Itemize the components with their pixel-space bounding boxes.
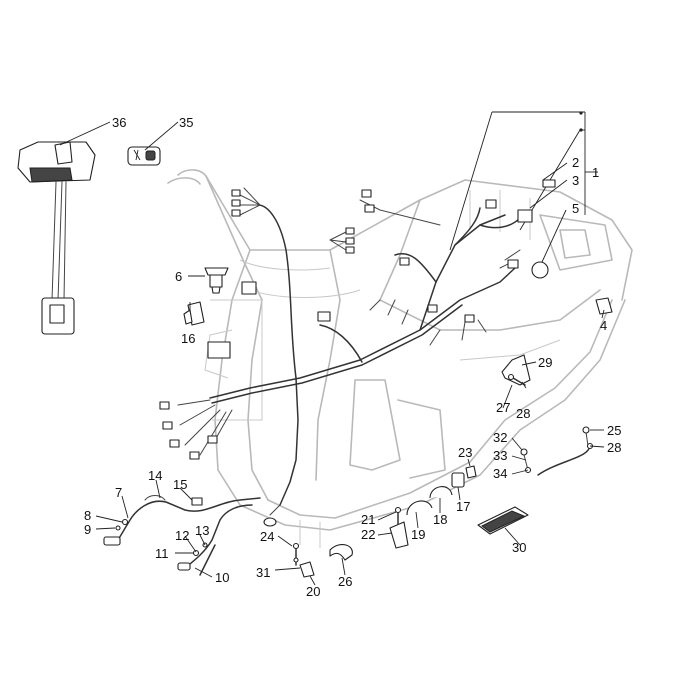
label-29: 29 bbox=[538, 355, 552, 370]
parts-20-24-31-ground bbox=[263, 517, 315, 578]
parts-32-34-ground-cable bbox=[520, 426, 594, 476]
parts-7-15-front-sensor-cable bbox=[103, 495, 261, 546]
scooter-frame bbox=[167, 169, 633, 548]
label-15: 15 bbox=[173, 477, 187, 492]
label-36: 36 bbox=[112, 115, 126, 130]
label-5: 5 bbox=[572, 201, 579, 216]
label-17: 17 bbox=[456, 499, 470, 514]
label-26: 26 bbox=[338, 574, 352, 589]
label-11: 11 bbox=[155, 546, 169, 561]
harness-connectors bbox=[159, 189, 519, 460]
main-wiring-harness bbox=[159, 187, 521, 516]
part-26-clip bbox=[329, 544, 353, 561]
label-16: 16 bbox=[181, 331, 195, 346]
label-7: 7 bbox=[115, 485, 122, 500]
label-25: 25 bbox=[607, 423, 621, 438]
label-28-lower: 28 bbox=[607, 440, 621, 455]
label-21: 21 bbox=[361, 512, 375, 527]
label-33: 33 bbox=[493, 448, 507, 463]
label-31: 31 bbox=[256, 565, 270, 580]
label-9: 9 bbox=[84, 522, 91, 537]
label-2: 2 bbox=[572, 155, 579, 170]
label-19: 19 bbox=[411, 527, 425, 542]
part-16-clip bbox=[183, 301, 205, 326]
label-3: 3 bbox=[572, 173, 579, 188]
label-34: 34 bbox=[493, 466, 507, 481]
label-4: 4 bbox=[600, 318, 607, 333]
callout-labels: 1 2 3 4 5 6 7 8 9 10 11 12 13 14 15 16 1… bbox=[84, 115, 621, 599]
label-10: 10 bbox=[215, 570, 229, 585]
relay-part-2 bbox=[542, 179, 556, 188]
label-27: 27 bbox=[496, 400, 510, 415]
label-1: 1 bbox=[592, 165, 599, 180]
parts-10-13-rear-sensor-cable bbox=[177, 504, 253, 576]
parts-21-22-bracket bbox=[389, 506, 409, 549]
label-13: 13 bbox=[195, 523, 209, 538]
label-23: 23 bbox=[458, 445, 472, 460]
part-30-pad bbox=[477, 506, 529, 535]
label-20: 20 bbox=[306, 584, 320, 599]
part-1-group bbox=[449, 111, 598, 279]
label-24: 24 bbox=[260, 529, 274, 544]
label-22: 22 bbox=[361, 527, 375, 542]
part-36-ignition-unit bbox=[17, 141, 96, 335]
leader-lines bbox=[59, 121, 605, 586]
label-28-upper: 28 bbox=[516, 406, 530, 421]
label-8: 8 bbox=[84, 508, 91, 523]
part-17-connector bbox=[451, 472, 465, 488]
part-6-sensor bbox=[204, 267, 229, 294]
part-23-connector bbox=[465, 465, 477, 479]
part-18-clamp bbox=[429, 486, 453, 499]
part-4-clip bbox=[595, 297, 613, 315]
label-18: 18 bbox=[433, 512, 447, 527]
label-30: 30 bbox=[512, 540, 526, 555]
label-12: 12 bbox=[175, 528, 189, 543]
label-14: 14 bbox=[148, 468, 162, 483]
label-32: 32 bbox=[493, 430, 507, 445]
relay-part-3 bbox=[517, 209, 533, 223]
clamp-part-5 bbox=[531, 261, 549, 279]
label-6: 6 bbox=[175, 269, 182, 284]
part-35-switch bbox=[127, 146, 161, 166]
label-35: 35 bbox=[179, 115, 193, 130]
part-19-clamp bbox=[406, 500, 433, 516]
